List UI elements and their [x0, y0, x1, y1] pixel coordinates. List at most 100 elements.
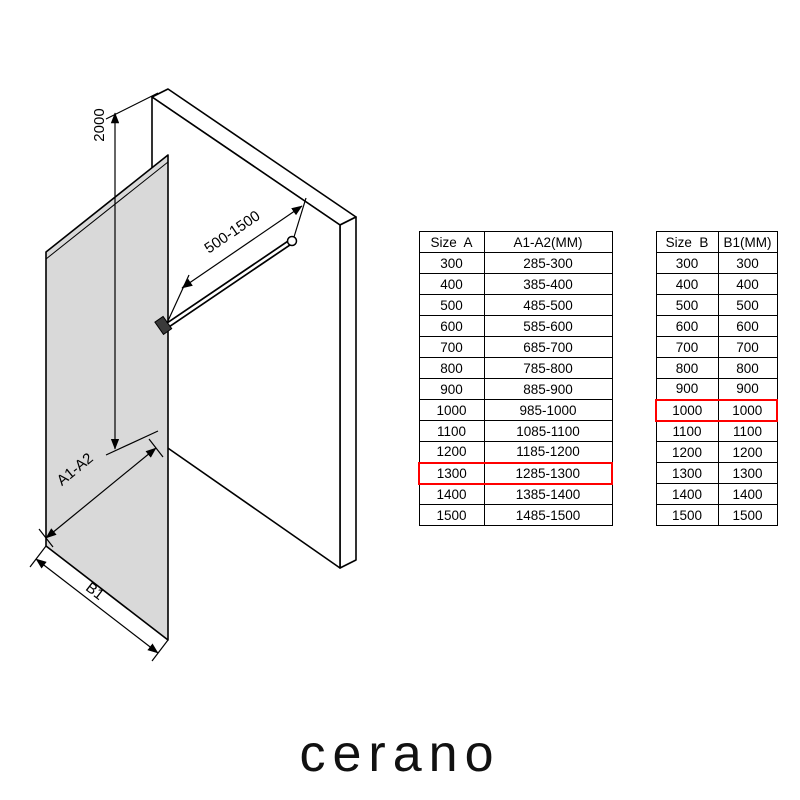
table-cell: 400 — [717, 273, 778, 295]
extension-line — [29, 545, 47, 568]
glass-panel — [45, 154, 169, 641]
dimension-line — [45, 447, 157, 539]
glass-top-profile — [45, 161, 169, 260]
table-cell: 1100 — [655, 420, 719, 442]
table-cell: 1385-1400 — [483, 483, 613, 505]
table-cell: 1000 — [717, 398, 778, 422]
table-header-cell: Size A — [418, 231, 485, 253]
table-cell: 1400 — [717, 483, 778, 505]
table-cell: 1400 — [418, 483, 485, 505]
table-cell: 700 — [655, 336, 719, 358]
table-cell: 1300 — [655, 462, 719, 484]
table-cell: 300 — [418, 252, 485, 274]
table-cell: 1285-1300 — [483, 461, 613, 485]
extension-line — [105, 92, 159, 120]
table-cell: 900 — [418, 378, 485, 400]
table-cell: 485-500 — [483, 294, 613, 316]
wall-anchor — [286, 235, 298, 247]
brand-logo: cerano — [299, 725, 501, 783]
wall — [151, 88, 357, 569]
table-header-cell: A1-A2(MM) — [483, 231, 613, 253]
table-cell: 400 — [655, 273, 719, 295]
table-cell: 400 — [418, 273, 485, 295]
table-cell: 600 — [418, 315, 485, 337]
installation-diagram: 2000 500-1500 A1-A2 B1 — [29, 88, 357, 662]
dimension-line — [181, 205, 303, 289]
dimension-line — [35, 558, 159, 654]
table-cell: 1085-1100 — [483, 420, 613, 442]
extension-line — [151, 639, 169, 662]
table-cell: 900 — [655, 378, 719, 400]
table-cell: 1000 — [655, 398, 719, 422]
table-cell: 285-300 — [483, 252, 613, 274]
table-header-cell: B1(MM) — [717, 231, 778, 253]
table-cell: 585-600 — [483, 315, 613, 337]
table-cell: 700 — [418, 336, 485, 358]
table-cell: 1185-1200 — [483, 441, 613, 463]
table-cell: 1500 — [717, 504, 778, 526]
table-cell: 1100 — [717, 420, 778, 442]
table-cell: 800 — [418, 357, 485, 379]
table-cell: 500 — [655, 294, 719, 316]
table-cell: 1000 — [418, 399, 485, 421]
table-cell: 1300 — [418, 461, 485, 485]
dimension-width-a — [38, 438, 164, 548]
table-cell: 1500 — [655, 504, 719, 526]
table-cell: 500 — [418, 294, 485, 316]
table-cell: 1400 — [655, 483, 719, 505]
table-cell: 1485-1500 — [483, 504, 613, 526]
table-cell: 500 — [717, 294, 778, 316]
wall-front-face — [151, 96, 341, 569]
table-cell: 385-400 — [483, 273, 613, 295]
table-cell: 800 — [717, 357, 778, 379]
table-cell: 300 — [717, 252, 778, 274]
table-cell: 1100 — [418, 420, 485, 442]
table-cell: 800 — [655, 357, 719, 379]
dimension-bar-range — [166, 197, 307, 324]
table-cell: 600 — [655, 315, 719, 337]
table-cell: 900 — [717, 378, 778, 400]
table-cell: 600 — [717, 315, 778, 337]
dimension-height-label: 2000 — [91, 108, 108, 141]
table-cell: 1200 — [717, 441, 778, 463]
dimension-width-b — [29, 545, 169, 662]
wall-side-face — [339, 216, 357, 569]
table-cell: 785-800 — [483, 357, 613, 379]
glass — [45, 154, 169, 641]
table-cell: 300 — [655, 252, 719, 274]
table-cell: 1300 — [717, 462, 778, 484]
table-cell: 985-1000 — [483, 399, 613, 421]
table-header-cell: Size B — [655, 231, 719, 253]
